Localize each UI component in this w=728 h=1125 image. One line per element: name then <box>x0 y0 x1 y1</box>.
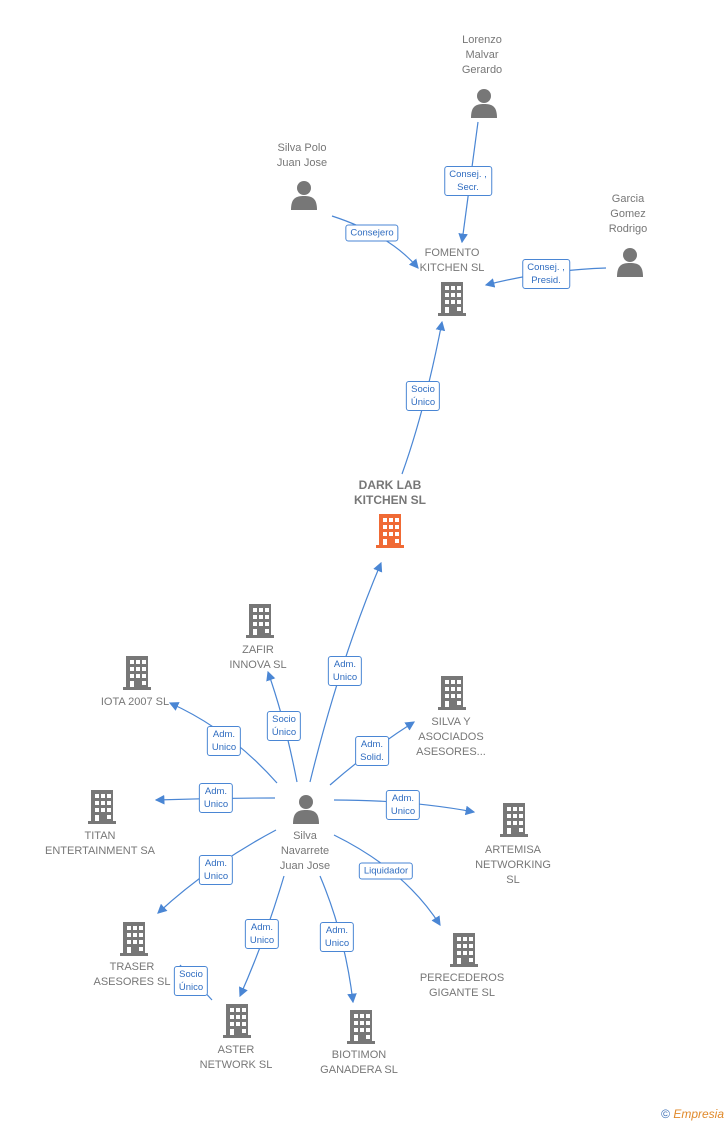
copyright-icon: © <box>661 1107 670 1121</box>
edge-label: Consejero <box>345 224 399 242</box>
building-icon <box>450 933 478 967</box>
person-icon <box>293 795 319 824</box>
edge-navarrete-perecederos <box>333 834 441 927</box>
footer-brand[interactable]: © Empresia <box>661 1107 724 1121</box>
person-icon <box>471 89 497 118</box>
building-icon <box>123 656 151 690</box>
edge-label: Consej. ,Secr. <box>444 166 492 196</box>
person-icon <box>291 181 317 210</box>
building-icon <box>246 604 274 638</box>
brand-logo: Empresia <box>673 1107 724 1121</box>
edge-label: Adm.Unico <box>244 919 280 949</box>
edge-label: Liquidador <box>358 862 414 880</box>
edge-label: Adm.Unico <box>385 790 421 820</box>
building-icon <box>88 790 116 824</box>
building-icon <box>347 1010 375 1044</box>
person-icon <box>617 248 643 277</box>
building-icon <box>438 676 466 710</box>
edge-label: Consej. ,Presid. <box>522 259 570 289</box>
edge-label: Adm.Unico <box>206 726 242 756</box>
edge-label: Adm.Unico <box>198 783 234 813</box>
main-company-building-icon <box>376 514 404 548</box>
edge-label: Adm.Unico <box>319 922 355 952</box>
building-icon <box>500 803 528 837</box>
building-icon <box>223 1004 251 1038</box>
node-label-iota[interactable]: IOTA 2007 SL <box>100 696 170 708</box>
edge-label: Adm.Unico <box>198 855 234 885</box>
edge-label: Adm.Unico <box>327 656 363 686</box>
building-icon <box>120 922 148 956</box>
building-icon <box>438 282 466 316</box>
edge-label: Adm.Solid. <box>355 736 389 766</box>
